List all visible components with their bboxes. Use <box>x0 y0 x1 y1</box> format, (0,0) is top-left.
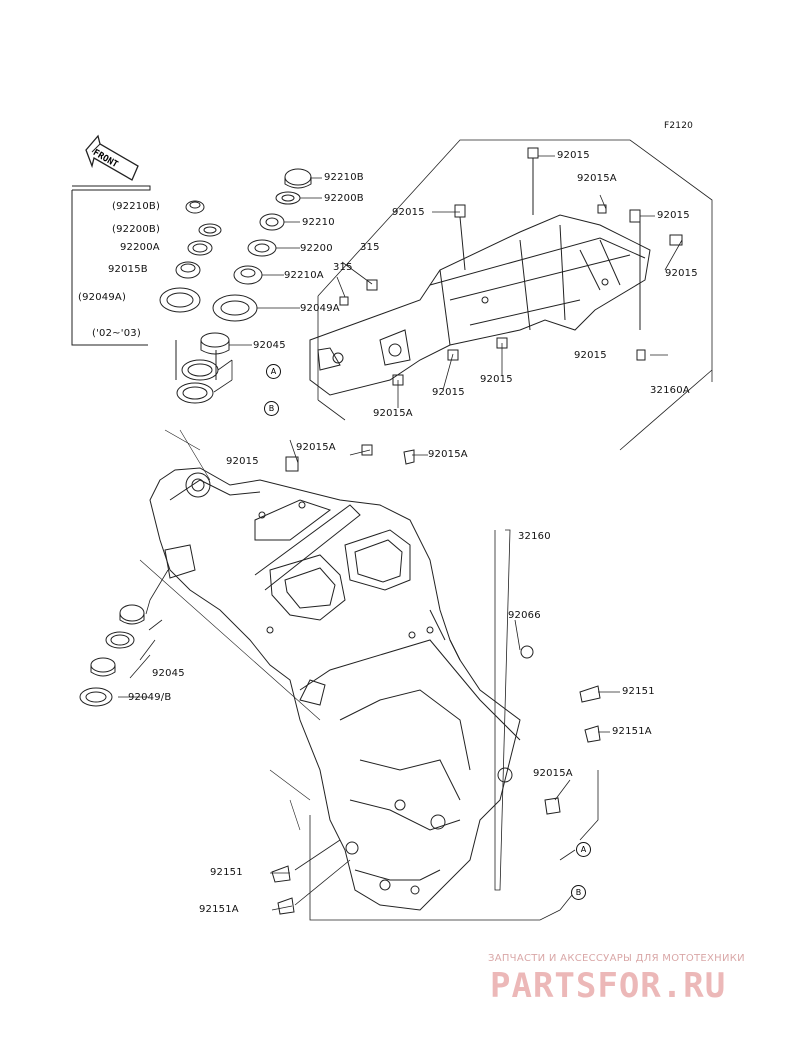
label-92015-bl: 92015 <box>432 387 465 398</box>
label-315-a: 315 <box>360 242 380 253</box>
front-arrow-icon <box>85 134 139 181</box>
lower-bearings <box>79 604 145 707</box>
label-92015A-low: 92015A <box>533 768 573 779</box>
callout-b-bottom: B <box>571 885 586 900</box>
callout-a-bottom: A <box>576 842 591 857</box>
label-92015A-m2: 92015A <box>428 449 468 460</box>
steering-stem-parts <box>175 168 312 404</box>
watermark-logo: PARTSFOR.RU <box>490 966 727 1006</box>
label-32160A: 32160A <box>650 385 690 396</box>
inset-label-92200A: 92200A <box>120 242 160 253</box>
guide-lines <box>139 429 321 831</box>
inset-label-92200B: (92200B) <box>112 224 161 235</box>
label-315-b: 315 <box>333 262 353 273</box>
label-92151-l: 92151 <box>210 867 243 878</box>
label-92210A: 92210A <box>284 270 324 281</box>
callout-b-top: B <box>264 401 279 416</box>
label-92015A-b: 92015A <box>373 408 413 419</box>
inset-parts <box>159 200 222 313</box>
label-92210B: 92210B <box>324 172 364 183</box>
label-92210: 92210 <box>302 217 335 228</box>
inset-label-92210B: (92210B) <box>112 201 161 212</box>
label-92015-tr2: 92015 <box>657 210 690 221</box>
inset-label-92049A: (92049A) <box>78 292 127 303</box>
label-92015A-tr: 92015A <box>577 173 617 184</box>
subframe-bracket <box>317 139 713 451</box>
label-92015A-m1: 92015A <box>296 442 336 453</box>
diagram-code: F2120 <box>664 121 694 131</box>
rear-subframe <box>309 147 683 396</box>
label-92015-tr1: 92015 <box>557 150 590 161</box>
label-92066: 92066 <box>508 610 541 621</box>
label-92200B: 92200B <box>324 193 364 204</box>
callout-a-top: A <box>266 364 281 379</box>
inset-label-92015B: 92015B <box>108 264 148 275</box>
label-92200: 92200 <box>300 243 333 254</box>
label-92045-top: 92045 <box>253 340 286 351</box>
label-92151A-l: 92151A <box>199 904 239 915</box>
label-92049A: 92049A <box>300 303 340 314</box>
label-92045-low: 92045 <box>152 668 185 679</box>
label-92015-main: 92015 <box>226 456 259 467</box>
leader-lines <box>118 155 713 921</box>
main-frame <box>149 444 601 915</box>
watermark-tagline: ЗАПЧАСТИ И АКСЕССУАРЫ ДЛЯ МОТОТЕХНИКИ <box>488 953 745 964</box>
label-92151-r: 92151 <box>622 686 655 697</box>
label-92015-tl: 92015 <box>392 207 425 218</box>
inset-box <box>71 185 151 346</box>
label-32160: 32160 <box>518 531 551 542</box>
label-92015-r: 92015 <box>665 268 698 279</box>
label-92151A-r: 92151A <box>612 726 652 737</box>
inset-note: ('02~'03) <box>92 328 141 339</box>
label-92015-bm: 92015 <box>480 374 513 385</box>
label-92049B: 92049/B <box>128 692 172 703</box>
label-92015-br: 92015 <box>574 350 607 361</box>
